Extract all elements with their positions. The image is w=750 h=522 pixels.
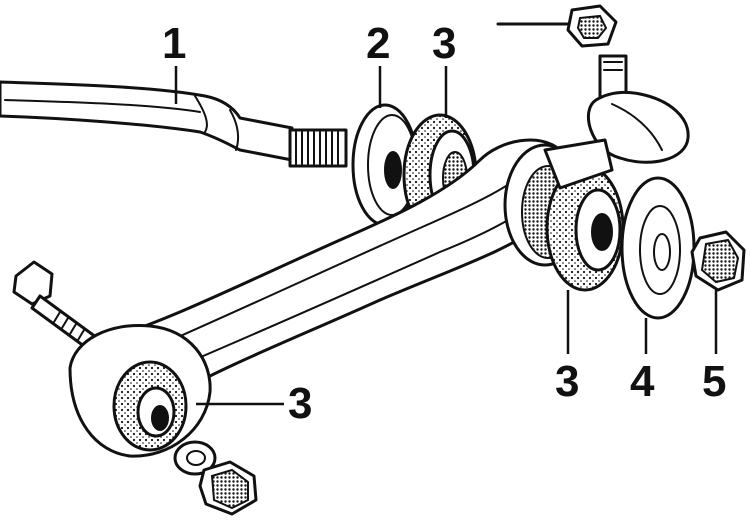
nut-part-5 bbox=[690, 230, 746, 292]
arm-lower-eye bbox=[68, 323, 212, 458]
callout-4: 4 bbox=[630, 357, 655, 406]
lower-nut bbox=[198, 460, 258, 516]
callout-3-right: 3 bbox=[555, 357, 579, 406]
lower-washer bbox=[173, 440, 217, 476]
callout-2: 2 bbox=[366, 19, 390, 68]
callouts: 1 2 3 3 3 4 5 bbox=[162, 19, 726, 428]
tie-rod-end bbox=[496, 4, 690, 190]
callout-3-upper: 3 bbox=[432, 19, 456, 68]
leader-lines bbox=[174, 66, 718, 406]
lower-bolt bbox=[12, 260, 102, 354]
stabilizer-bar bbox=[0, 80, 348, 168]
callout-3-lower: 3 bbox=[288, 379, 312, 428]
callout-5: 5 bbox=[702, 357, 726, 406]
washer-part-4 bbox=[620, 176, 696, 320]
callout-1: 1 bbox=[162, 19, 186, 68]
